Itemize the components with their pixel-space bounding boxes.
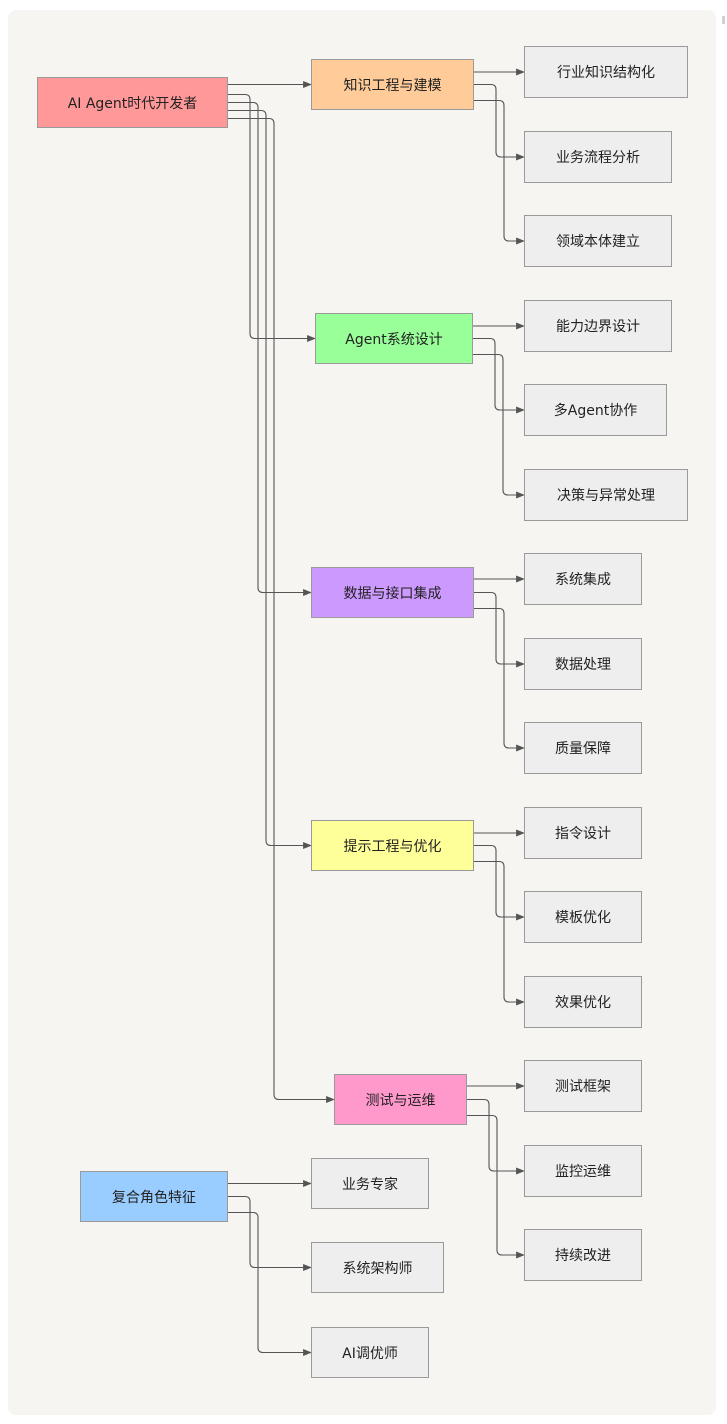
edge-testing-t2 (467, 1098, 525, 1175)
edge-root-prompt (228, 109, 312, 850)
node-root: AI Agent时代开发者 (37, 77, 228, 128)
edge-testing-t3 (467, 1114, 525, 1259)
node-t2: 监控运维 (524, 1145, 642, 1197)
edge-role-r2 (228, 1195, 312, 1272)
node-k3: 领域本体建立 (524, 215, 672, 267)
edge-role-r3 (228, 1211, 312, 1357)
node-data: 数据与接口集成 (311, 567, 474, 618)
edge-agent_design-a2 (473, 337, 525, 414)
node-k1: 行业知识结构化 (524, 46, 688, 98)
node-knowledge: 知识工程与建模 (311, 59, 474, 110)
edge-knowledge-k2 (474, 83, 525, 161)
edge-data-d3 (474, 607, 525, 752)
node-role: 复合角色特征 (80, 1171, 228, 1222)
node-d1: 系统集成 (524, 553, 642, 605)
edge-root-data (228, 101, 312, 597)
edge-agent_design-a3 (473, 353, 525, 499)
node-d3: 质量保障 (524, 722, 642, 774)
edge-root-agent_design (228, 93, 316, 343)
node-k2: 业务流程分析 (524, 131, 672, 183)
node-a1: 能力边界设计 (524, 300, 672, 352)
node-d2: 数据处理 (524, 638, 642, 690)
node-p1: 指令设计 (524, 807, 642, 859)
node-t3: 持续改进 (524, 1229, 642, 1281)
node-a2: 多Agent协作 (524, 384, 667, 436)
scrollbar-marker (722, 16, 725, 24)
node-testing: 测试与运维 (334, 1074, 467, 1125)
edge-prompt-p3 (474, 860, 525, 1006)
node-r1: 业务专家 (311, 1158, 429, 1209)
edge-prompt-p2 (474, 844, 525, 921)
node-r3: AI调优师 (311, 1327, 429, 1378)
node-p3: 效果优化 (524, 976, 642, 1028)
node-a3: 决策与异常处理 (524, 469, 688, 521)
node-r2: 系统架构师 (311, 1242, 444, 1293)
edge-root-testing (228, 117, 335, 1104)
node-t1: 测试框架 (524, 1060, 642, 1112)
node-p2: 模板优化 (524, 891, 642, 943)
edge-data-d2 (474, 591, 525, 668)
edge-knowledge-k3 (474, 99, 525, 245)
node-agent-design: Agent系统设计 (315, 313, 473, 364)
node-prompt: 提示工程与优化 (311, 820, 474, 871)
